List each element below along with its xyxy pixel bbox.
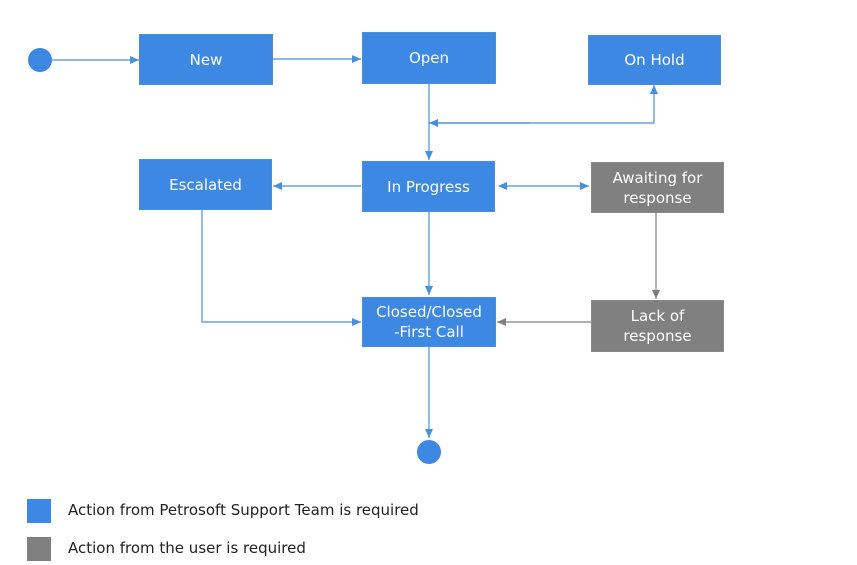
arrow-escalated-to-closed <box>201 210 361 326</box>
node-open: Open <box>362 32 496 84</box>
arrow-to-on-hold <box>429 85 658 124</box>
node-awaiting-for-response: Awaiting for response <box>591 162 724 213</box>
node-in-progress: In Progress <box>362 161 495 212</box>
legend-label-support: Action from Petrosoft Support Team is re… <box>68 501 419 519</box>
legend-swatch-user <box>27 537 51 561</box>
node-closed-first-call: Closed/Closed -First Call <box>362 297 496 347</box>
node-escalated: Escalated <box>139 159 272 210</box>
node-lack-of-response: Lack of response <box>591 300 724 352</box>
node-new: New <box>139 34 273 85</box>
node-on-hold: On Hold <box>588 35 721 85</box>
legend-swatch-support <box>27 499 51 523</box>
end-state <box>417 440 441 464</box>
start-state <box>28 48 52 72</box>
legend-label-user: Action from the user is required <box>68 539 306 557</box>
